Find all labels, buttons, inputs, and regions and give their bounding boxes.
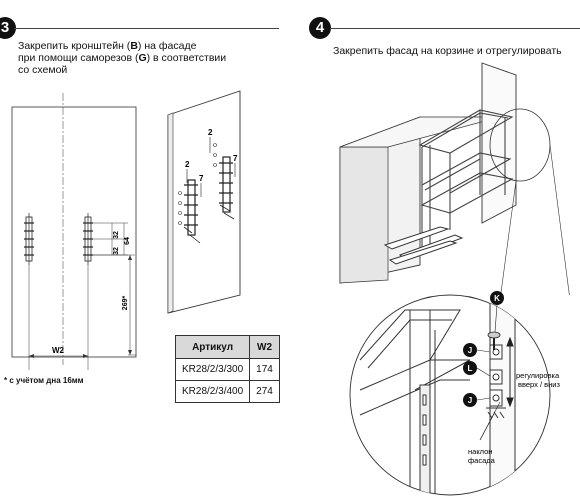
- perspective-bracket-right: [219, 156, 233, 213]
- label-tilt-line2: фасада: [468, 456, 496, 465]
- step-3-divider: [14, 28, 279, 29]
- cell-code: KR28/2/3/300: [174, 358, 251, 381]
- right-bracket: [83, 213, 93, 265]
- perspective-bracket-left: [184, 179, 198, 236]
- step-3-front-view-drawing: 32 32 64 269* W2: [11, 93, 137, 370]
- front-panel-outline: [11, 106, 137, 358]
- step-3-badge: 3: [0, 17, 16, 39]
- svg-text:K: K: [494, 294, 500, 303]
- label-adjust-line2: вверх / вниз: [518, 380, 560, 389]
- step-4-divider: [330, 28, 580, 29]
- header-article: Артикул: [174, 335, 251, 359]
- cell-code: KR28/2/3/400: [174, 380, 251, 403]
- screw-k: [487, 331, 501, 350]
- footnote-bottom-thickness: * с учётом дна 16мм: [4, 376, 84, 385]
- svg-text:J: J: [468, 346, 472, 355]
- detail-circle-large: [349, 294, 551, 496]
- dim-32-top: 32: [113, 231, 120, 239]
- label-adjust-line1: регулировка: [516, 371, 560, 380]
- callout-l: L: [463, 361, 491, 377]
- front-panel: [481, 62, 517, 224]
- svg-text:J: J: [468, 396, 472, 405]
- svg-text:L: L: [468, 364, 473, 373]
- left-bracket: [24, 213, 34, 265]
- label-7-right: 7: [233, 154, 238, 163]
- step-4-instruction: Закрепить фасад на корзине и отрегулиров…: [333, 45, 562, 57]
- dim-w2: W2: [52, 346, 65, 355]
- callout-k: K: [490, 291, 504, 333]
- article-table-header: Артикул W2: [174, 335, 280, 359]
- callout-j-top: J: [463, 343, 491, 357]
- table-row: KR28/2/3/300 174: [174, 358, 280, 381]
- callout-j-bottom: J: [463, 393, 491, 407]
- step-4-cabinet-drawing: [339, 62, 570, 295]
- header-w2: W2: [249, 335, 280, 359]
- label-7-left: 7: [199, 174, 204, 183]
- table-row: KR28/2/3/400 274: [174, 380, 280, 403]
- dim-269: 269*: [122, 296, 129, 311]
- label-tilt-line1: наклон: [468, 447, 492, 456]
- step-3-instruction: Закрепить кронштейн (B) на фасаде при по…: [18, 40, 227, 76]
- step-4-detail-drawing: K J L J регулировка вверх / вниз наклон …: [349, 291, 560, 496]
- step-3-perspective-drawing: 2 7 2 7: [167, 90, 241, 314]
- label-2-left: 2: [185, 160, 190, 169]
- cell-w2: 274: [249, 380, 280, 403]
- dim-32-bottom: 32: [113, 247, 120, 255]
- article-table: Артикул W2 KR28/2/3/300 174 KR28/2/3/400…: [174, 335, 280, 403]
- step-4-badge: 4: [309, 17, 331, 39]
- adjust-arrow: [506, 336, 514, 408]
- cell-w2: 174: [249, 358, 280, 381]
- dim-64: 64: [124, 237, 131, 245]
- runners: [383, 226, 464, 265]
- label-2-right: 2: [208, 128, 213, 137]
